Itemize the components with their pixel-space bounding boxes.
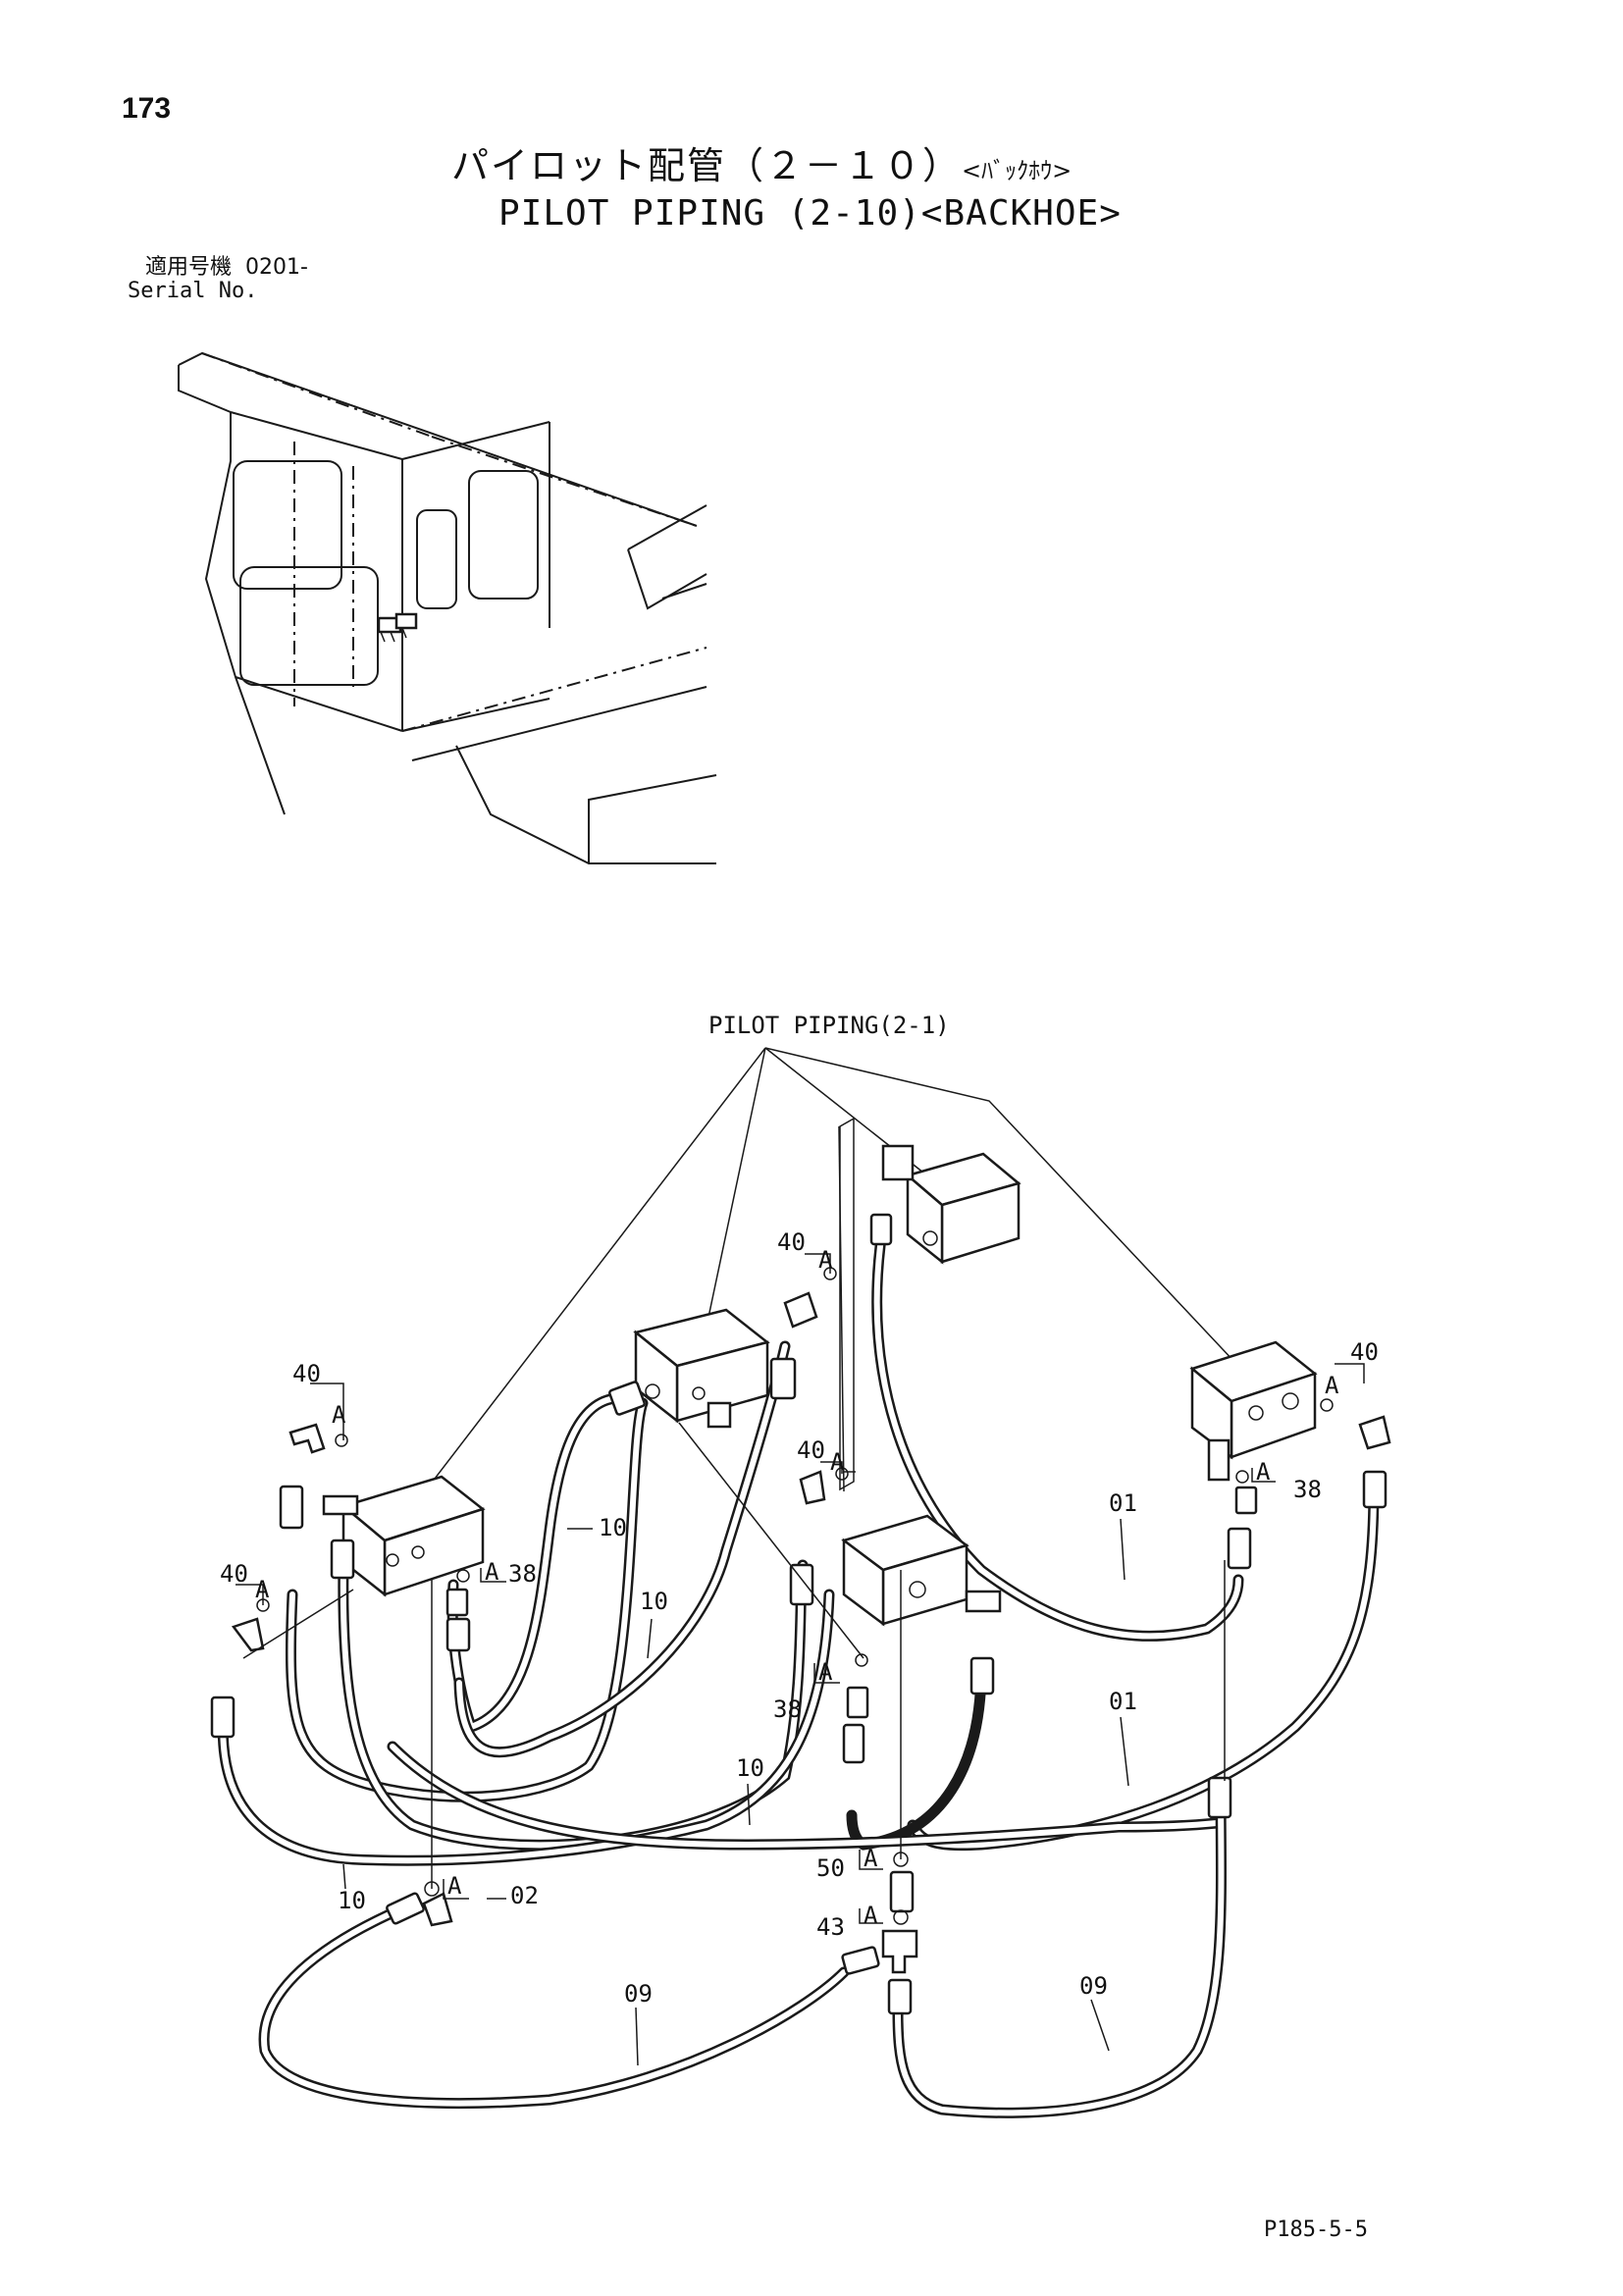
part-label-40b: 40 bbox=[220, 1560, 248, 1588]
detail-letter-a1: A bbox=[332, 1401, 346, 1429]
document-code: P185-5-5 bbox=[1264, 2218, 1368, 2242]
reference-callout: PILOT PIPING(2-1) bbox=[401, 1012, 1237, 1522]
part-label-10d: 10 bbox=[338, 1887, 366, 1914]
part-label-43: 43 bbox=[816, 1913, 845, 1941]
valve-block-top bbox=[839, 1117, 1021, 1491]
detail-letter-a5: A bbox=[1325, 1372, 1339, 1399]
part-label-40a: 40 bbox=[292, 1360, 321, 1387]
detail-letter-a6: A bbox=[485, 1558, 499, 1586]
part-callouts: 40 40 40 40 40 10 10 10 10 01 01 38 38 3… bbox=[220, 1228, 1379, 2066]
page-title-english: PILOT PIPING (2-10)<BACKHOE> bbox=[498, 193, 1122, 234]
part-label-09a: 09 bbox=[624, 1980, 653, 2008]
part-label-09b: 09 bbox=[1079, 1972, 1108, 2000]
detail-letter-a3: A bbox=[818, 1246, 833, 1274]
part-label-38b: 38 bbox=[773, 1696, 802, 1723]
part-label-40d: 40 bbox=[797, 1436, 825, 1464]
fittings bbox=[210, 1213, 1391, 2015]
reference-lines bbox=[242, 1125, 1226, 1889]
part-label-50: 50 bbox=[816, 1854, 845, 1882]
page-title-japanese: パイロット配管（２－１０）<ﾊﾞｯｸﾎｳ> bbox=[451, 147, 1072, 184]
part-label-40c: 40 bbox=[777, 1228, 806, 1256]
part-label-38a: 38 bbox=[508, 1560, 537, 1588]
serial-label-japanese: 適用号機 0201- bbox=[145, 257, 308, 279]
serial-label-english: Serial No. bbox=[128, 279, 258, 303]
pilot-valve-in-cab bbox=[377, 612, 418, 643]
part-label-38c: 38 bbox=[1293, 1476, 1322, 1503]
valve-block-lower bbox=[841, 1514, 1002, 1627]
detail-letter-a4: A bbox=[830, 1448, 845, 1476]
detail-brackets: A A A A A A A A A A A bbox=[236, 1246, 1365, 1929]
part-label-10c: 10 bbox=[736, 1754, 764, 1782]
detail-letter-a9: A bbox=[818, 1658, 833, 1686]
title-japanese-variant: <ﾊﾞｯｸﾎｳ> bbox=[962, 157, 1073, 184]
detail-letter-a2: A bbox=[255, 1576, 270, 1603]
page-number: 173 bbox=[122, 92, 172, 125]
valve-block-right bbox=[1189, 1340, 1318, 1482]
part-label-10b: 10 bbox=[640, 1588, 668, 1615]
cab-overview-drawing bbox=[178, 351, 717, 864]
detail-letter-a10: A bbox=[864, 1845, 878, 1872]
reference-label: PILOT PIPING(2-1) bbox=[708, 1012, 950, 1039]
valve-block-center bbox=[633, 1308, 770, 1429]
serial-label-ja-text: 適用号機 bbox=[145, 255, 233, 280]
hose-lines bbox=[217, 1232, 1380, 2118]
part-label-01a: 01 bbox=[1109, 1489, 1137, 1517]
part-label-10a: 10 bbox=[599, 1514, 627, 1541]
detail-letter-a7: A bbox=[1256, 1458, 1271, 1486]
serial-value: 0201- bbox=[245, 255, 308, 280]
valve-block-left bbox=[322, 1475, 486, 1597]
title-japanese-main: パイロット配管（２－１０） bbox=[451, 144, 963, 187]
part-label-01b: 01 bbox=[1109, 1688, 1137, 1715]
part-label-40e: 40 bbox=[1350, 1338, 1379, 1366]
part-label-02: 02 bbox=[510, 1882, 539, 1909]
detail-letter-a8: A bbox=[447, 1872, 462, 1900]
detail-letter-a11: A bbox=[864, 1902, 878, 1929]
